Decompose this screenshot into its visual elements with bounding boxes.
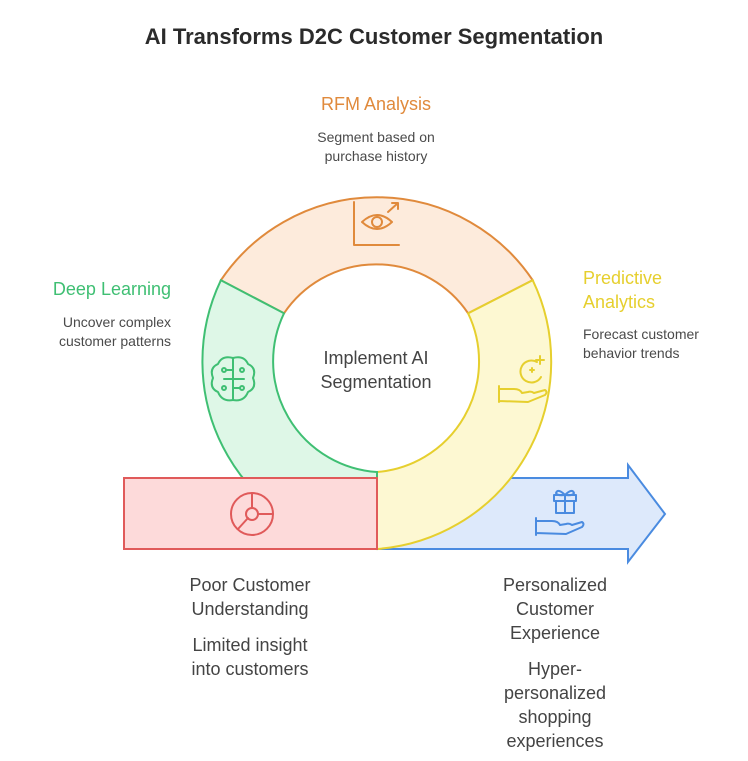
predictive-title-line-2: Analytics <box>583 292 656 312</box>
hand-gift-icon <box>535 489 585 536</box>
predictive-desc-line-1: Forecast customer <box>583 326 699 342</box>
end-description: Hyper- personalized shopping experiences <box>455 657 655 753</box>
rfm-description: Segment based on purchase history <box>276 128 476 166</box>
rfm-title: RFM Analysis <box>320 94 432 114</box>
end-desc-line-4: experiences <box>506 731 604 751</box>
ring-segment-rfm <box>219 196 535 315</box>
page-title: AI Transforms D2C Customer Segmentation <box>144 24 604 49</box>
hand-sparkle-icon <box>498 355 548 403</box>
end-desc-line-1: Hyper- <box>527 659 582 679</box>
start-box <box>123 477 378 550</box>
deep-learning-desc-line-1: Uncover complex <box>62 314 171 330</box>
rfm-desc-line-2: purchase history <box>324 148 428 164</box>
end-desc-line-3: shopping <box>518 707 592 727</box>
start-title-line-2: Understanding <box>191 599 309 619</box>
eye-chart-icon <box>353 201 400 246</box>
end-desc-line-2: personalized <box>503 683 607 703</box>
end-title-line-1: Personalized <box>502 575 608 595</box>
center-label-line-2: Segmentation <box>320 372 432 392</box>
deep-learning-desc-line-2: customer patterns <box>58 333 171 349</box>
end-title-line-3: Experience <box>509 623 601 643</box>
predictive-title: Predictive Analytics <box>583 266 662 314</box>
end-title: Personalized Customer Experience <box>455 573 655 645</box>
predictive-title-line-1: Predictive <box>583 268 663 288</box>
ring-segment-predictive <box>376 278 553 551</box>
start-description: Limited insight into customers <box>150 633 350 681</box>
start-desc-line-2: into customers <box>191 659 309 679</box>
center-label: Implement AI Segmentation <box>276 346 476 394</box>
deep-learning-title: Deep Learning <box>52 279 171 299</box>
predictive-desc-line-2: behavior trends <box>583 345 680 361</box>
end-title-line-2: Customer <box>515 599 595 619</box>
start-desc-line-1: Limited insight <box>192 635 308 655</box>
brain-circuit-icon <box>210 356 256 402</box>
deep-learning-description: Uncover complex customer patterns <box>20 313 171 351</box>
center-label-line-1: Implement AI <box>323 348 429 368</box>
rfm-desc-line-1: Segment based on <box>317 129 435 145</box>
start-title-line-1: Poor Customer <box>189 575 311 595</box>
start-title: Poor Customer Understanding <box>150 573 350 621</box>
pie-chart-icon <box>230 492 274 536</box>
predictive-description: Forecast customer behavior trends <box>583 325 699 363</box>
